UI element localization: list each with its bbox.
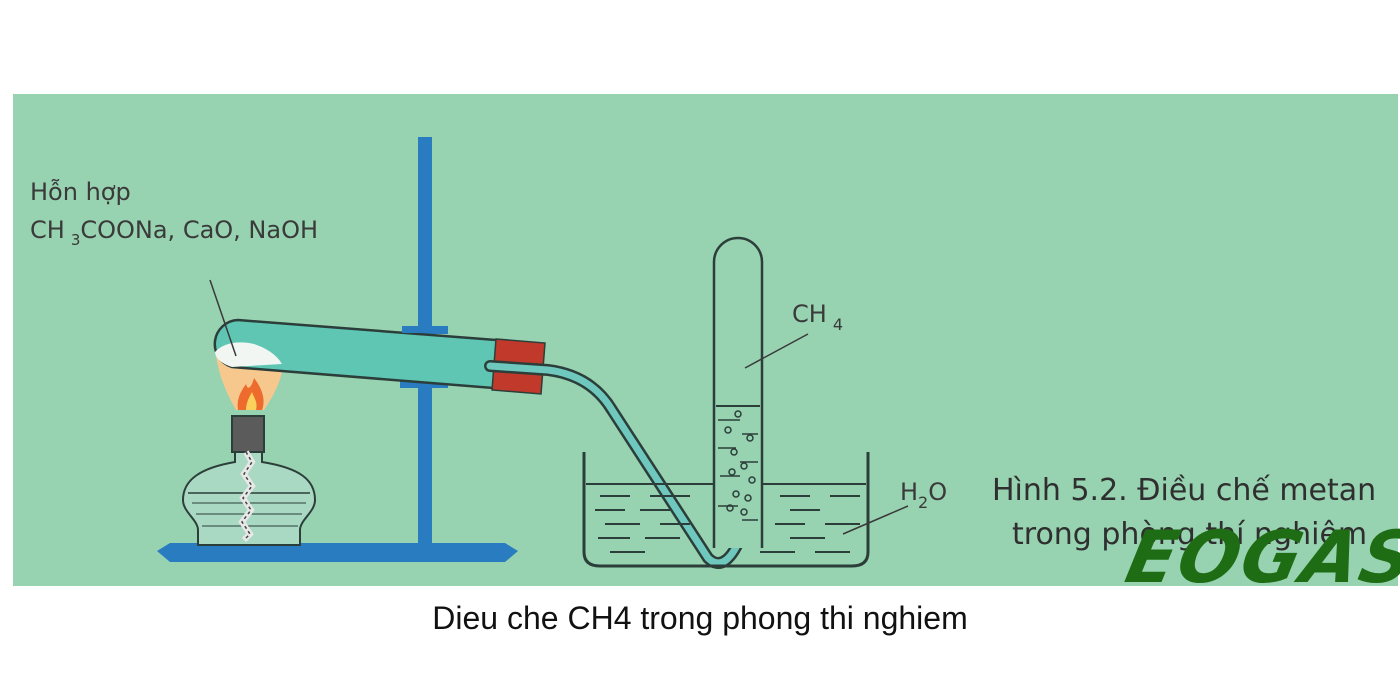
figure-caption-line2: trong phòng thí nghiệm bbox=[1012, 517, 1367, 552]
page-caption: Dieu che CH4 trong phong thi nghiem bbox=[432, 600, 968, 636]
label-water: H2O bbox=[900, 478, 947, 512]
eogas-watermark-logo: EOGAS bbox=[1119, 516, 1400, 600]
collecting-tube bbox=[712, 236, 764, 548]
water-trough bbox=[582, 452, 870, 568]
figure-caption-line1: Hình 5.2. Điều chế metan bbox=[992, 473, 1376, 508]
spirit-lamp bbox=[181, 415, 317, 546]
label-mixture-line1: Hỗn hợp bbox=[30, 177, 131, 206]
clamp bbox=[402, 326, 448, 333]
label-pointers bbox=[209, 279, 909, 535]
delivery-tube bbox=[484, 360, 748, 569]
